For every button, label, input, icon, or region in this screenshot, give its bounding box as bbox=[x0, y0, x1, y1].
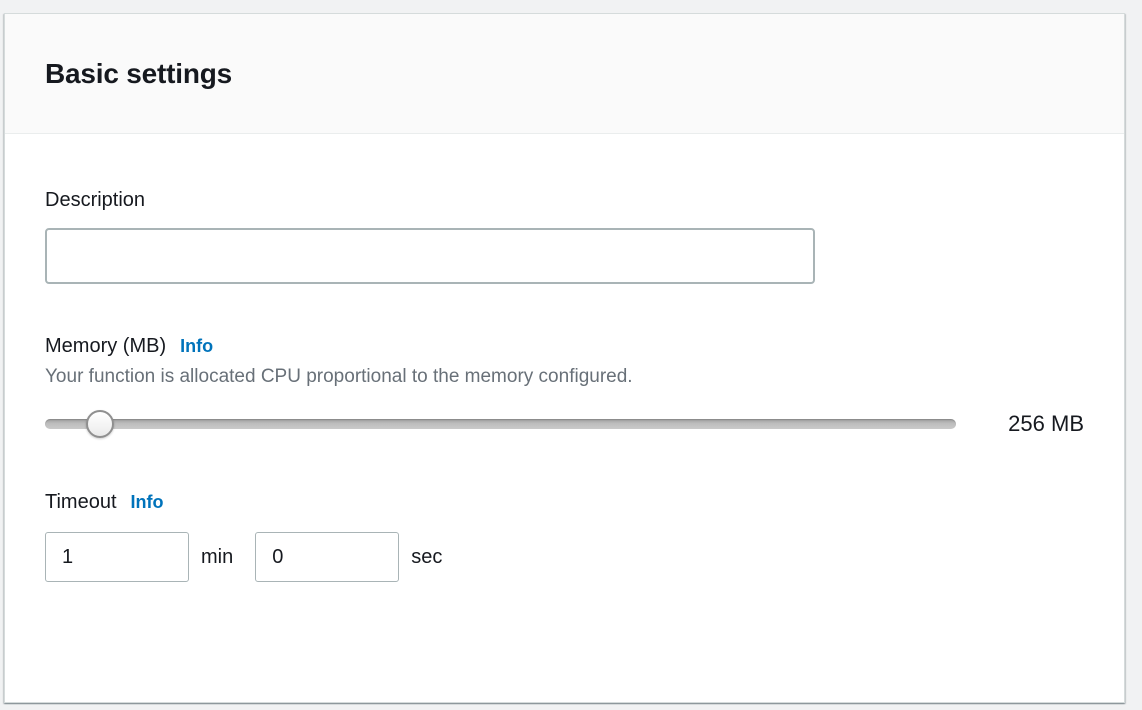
memory-label-row: Memory (MB) Info bbox=[45, 334, 1084, 358]
panel-body: Description Memory (MB) Info Your functi… bbox=[5, 134, 1124, 582]
description-label: Description bbox=[45, 189, 146, 211]
memory-label: Memory (MB) bbox=[45, 335, 167, 357]
memory-field: Memory (MB) Info Your function is alloca… bbox=[45, 334, 1084, 438]
timeout-seconds-unit: sec bbox=[411, 545, 443, 568]
panel-header: Basic settings bbox=[5, 14, 1124, 134]
panel-title: Basic settings bbox=[45, 57, 233, 89]
basic-settings-panel: Basic settings Description Memory (MB) I… bbox=[4, 13, 1125, 703]
description-field: Description bbox=[45, 188, 1084, 284]
timeout-label-row: Timeout Info bbox=[45, 490, 1084, 514]
timeout-info-link[interactable]: Info bbox=[130, 492, 164, 512]
memory-slider-handle[interactable] bbox=[85, 410, 114, 438]
timeout-seconds-input[interactable] bbox=[255, 532, 400, 582]
timeout-field: Timeout Info min sec bbox=[45, 490, 1084, 582]
timeout-label: Timeout bbox=[45, 491, 117, 513]
timeout-inputs-row: min sec bbox=[45, 532, 1084, 582]
memory-helper-text: Your function is allocated CPU proportio… bbox=[45, 366, 633, 387]
memory-slider[interactable] bbox=[45, 410, 956, 438]
timeout-minutes-unit: min bbox=[201, 545, 234, 568]
memory-info-link[interactable]: Info bbox=[180, 336, 214, 356]
memory-value: 256 MB bbox=[1008, 411, 1084, 436]
memory-slider-row: 256 MB bbox=[45, 410, 1084, 438]
memory-slider-track[interactable] bbox=[45, 419, 956, 429]
timeout-minutes-input[interactable] bbox=[45, 532, 189, 582]
description-input[interactable] bbox=[45, 228, 815, 284]
